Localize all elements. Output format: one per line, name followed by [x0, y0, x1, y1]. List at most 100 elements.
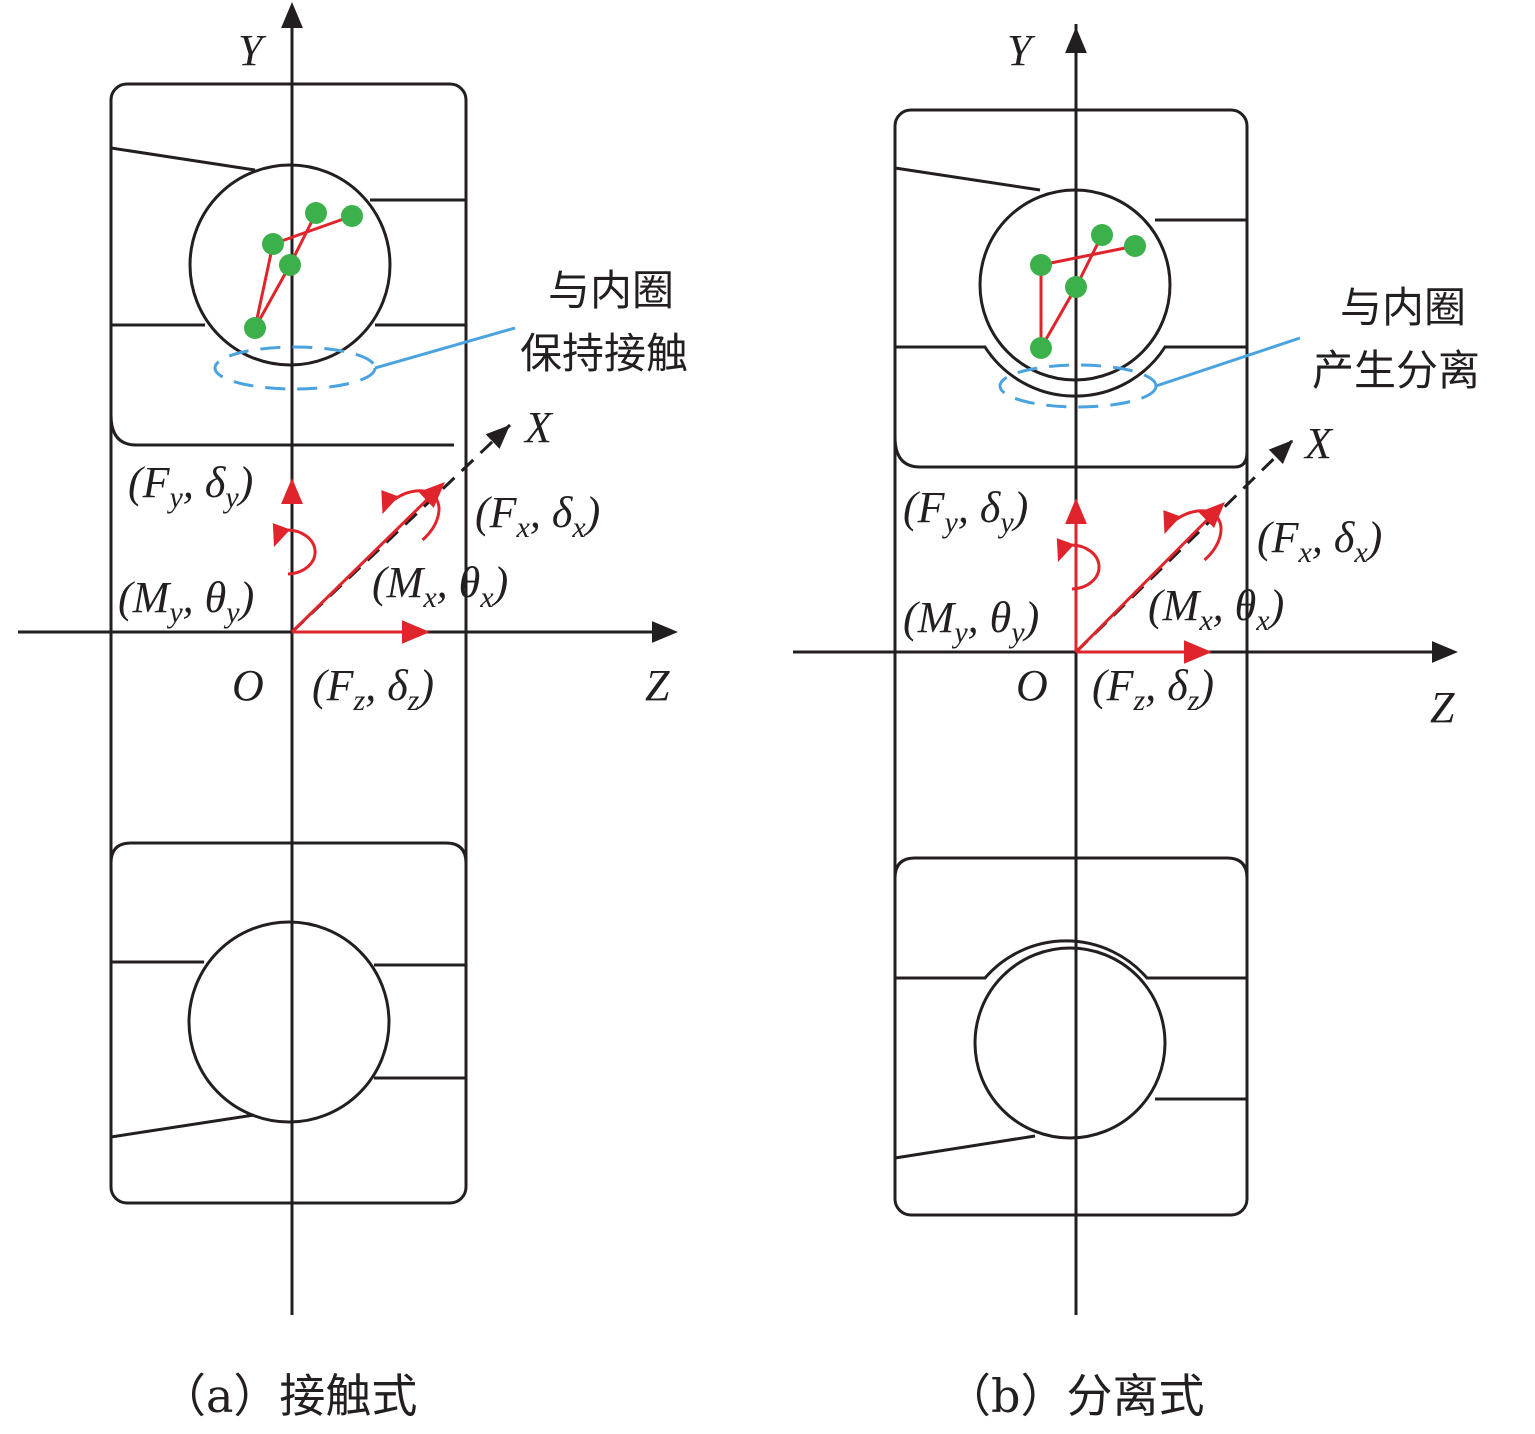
contact-node: [1030, 254, 1052, 276]
contact-node: [1030, 337, 1052, 359]
y-axis-arrow-icon: [1065, 27, 1087, 53]
label-part: , θ: [183, 573, 227, 622]
subscript: z: [353, 684, 366, 717]
inner-race-lower: [109, 841, 468, 864]
inner-race-lower: [893, 856, 1249, 879]
label-my: (My, θy): [118, 573, 254, 629]
label-part: , δ: [183, 458, 227, 507]
force-y-arrowhead-icon: [1065, 498, 1087, 524]
label-part: , δ: [365, 661, 409, 710]
axis-label-origin: O: [1016, 661, 1048, 710]
moment-x-arc: [387, 489, 441, 542]
callout-text: 产生分离: [1312, 346, 1480, 395]
contact-node: [305, 202, 327, 224]
force-z-arrowhead-icon: [402, 620, 430, 644]
label-mx: (Mx, θx): [372, 558, 508, 614]
label-part: ): [1196, 661, 1214, 710]
label-fz: (Fz, δz): [312, 661, 434, 717]
callout-text: 保持接触: [520, 329, 688, 378]
contact-node: [1124, 235, 1146, 257]
x-axis-arrow-icon: [1268, 440, 1293, 464]
force-y-arrowhead-icon: [281, 478, 303, 504]
raceway-line: [110, 146, 256, 172]
subscript: z: [1133, 684, 1146, 717]
subscript: x: [1198, 604, 1213, 637]
label-part: (F: [312, 661, 355, 710]
contact-node: [279, 254, 301, 276]
subscript: x: [1298, 536, 1313, 569]
callout-leader-line: [374, 326, 516, 370]
axis-label-y: Y: [1007, 26, 1036, 75]
moment-y-arrowhead-icon: [272, 523, 291, 547]
subscript: y: [951, 616, 968, 649]
outer-ring: [109, 82, 468, 1205]
subscript: y: [223, 596, 240, 629]
label-part: , θ: [437, 558, 481, 607]
subscript: y: [167, 481, 184, 514]
axis-label-z: Z: [645, 661, 670, 710]
label-part: (M: [903, 593, 957, 642]
label-part: (M: [118, 573, 172, 622]
moment-x-arrowhead-icon: [1163, 510, 1181, 534]
subscript: x: [516, 511, 531, 544]
label-fy: (Fy, δy): [128, 458, 253, 514]
moment-x-arrowhead-icon: [381, 490, 399, 514]
subscript: x: [422, 581, 437, 614]
label-part: , δ: [1145, 661, 1189, 710]
moment-y-arc: [1069, 543, 1101, 591]
axis-label-origin: O: [232, 661, 264, 710]
link-line: [253, 264, 292, 329]
label-part: ): [236, 458, 254, 507]
label-part: ): [583, 488, 601, 537]
label-part: , δ: [530, 488, 574, 537]
label-fx: (Fx, δx): [1257, 513, 1382, 569]
label-part: ): [1011, 483, 1029, 532]
axis-label-z: Z: [1430, 683, 1455, 732]
raceway-line: [894, 1134, 1036, 1160]
force-x-arrow: [290, 488, 439, 634]
contact-node: [262, 233, 284, 255]
y-axis-arrow-icon: [281, 2, 303, 28]
link-line: [272, 214, 353, 246]
label-part: , θ: [1213, 581, 1257, 630]
label-fx: (Fx, δx): [475, 488, 600, 544]
contact-node: [1065, 276, 1087, 298]
panel-caption: （b）分离式: [945, 1369, 1204, 1423]
moment-x-arc: [1169, 509, 1223, 562]
link-line: [253, 243, 275, 329]
contact-node: [341, 205, 363, 227]
link-line: [1039, 286, 1078, 349]
moment-y-arrowhead-icon: [1056, 538, 1075, 562]
x-axis-arrow-icon: [485, 425, 510, 449]
ball-lower: [973, 946, 1167, 1140]
z-axis-arrow-icon: [1432, 641, 1458, 663]
subscript: x: [479, 581, 494, 614]
inner-raceway-groove: [895, 939, 1247, 980]
moment-y-arc: [285, 528, 317, 576]
axis-label-y: Y: [238, 26, 267, 75]
subscript: y: [997, 506, 1014, 539]
label-part: ): [1267, 581, 1285, 630]
outer-ring: [893, 108, 1249, 1217]
label-mx: (Mx, θx): [1148, 581, 1284, 637]
label-part: (F: [475, 488, 518, 537]
subscript: y: [222, 481, 239, 514]
label-part: (F: [1257, 513, 1300, 562]
inner-race-upper: [109, 414, 454, 447]
label-my: (My, θy): [903, 593, 1039, 649]
force-z-arrowhead-icon: [1184, 640, 1212, 664]
label-part: ): [1365, 513, 1383, 562]
label-part: , δ: [1312, 513, 1356, 562]
label-part: ): [237, 573, 255, 622]
label-part: (F: [1092, 661, 1135, 710]
contact-node: [244, 317, 266, 339]
subscript: x: [571, 511, 586, 544]
inner-race-upper: [893, 436, 1249, 469]
force-x-arrow: [1074, 508, 1219, 654]
axis-label-x: X: [523, 403, 554, 452]
ball-lower: [187, 920, 391, 1124]
callout-leader-line: [1155, 336, 1301, 388]
